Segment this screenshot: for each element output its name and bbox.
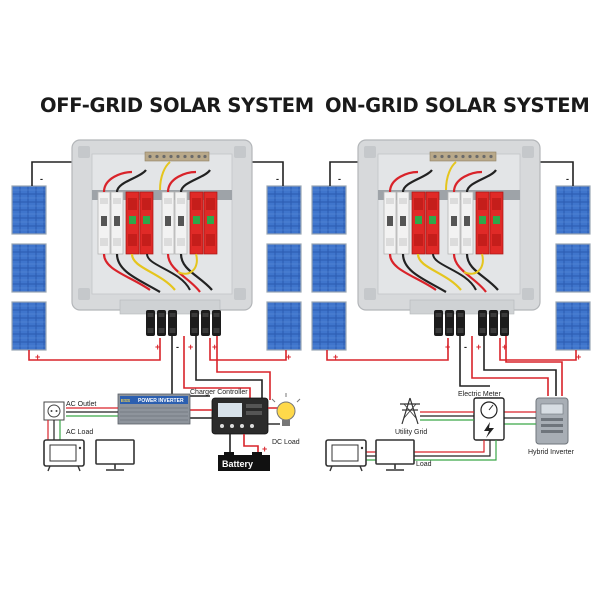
electric-meter-icon (473, 397, 505, 441)
inverter-badge: ESS (121, 398, 130, 403)
charger-controller-label: Charger Controller (190, 389, 248, 396)
charger-controller-icon (211, 397, 269, 435)
power-inverter-icon (117, 393, 191, 425)
hybrid-inverter-label: Hybrid Inverter (528, 449, 575, 456)
plus-sign: + (445, 342, 450, 352)
solar-panel-icon (311, 185, 347, 351)
load-label: Load (416, 461, 432, 468)
plus-sign: + (188, 342, 193, 352)
ac-outlet-label: AC Outlet (66, 401, 96, 408)
minus-sign: - (464, 342, 467, 352)
plus-sign: + (502, 342, 507, 352)
power-tower-icon (400, 397, 420, 425)
on-grid-title: ON-GRID SOLAR SYSTEM (325, 94, 590, 117)
solar-panel-icon (555, 185, 591, 351)
plus-sign: + (262, 444, 267, 454)
minus-sign: - (176, 342, 179, 352)
plus-sign: + (333, 352, 338, 362)
combiner-box-icon (357, 139, 541, 336)
light-bulb-icon (271, 393, 301, 426)
minus-sign: - (338, 174, 341, 184)
minus-sign: - (276, 174, 279, 184)
monitor-icon (95, 439, 135, 471)
plus-sign: + (576, 352, 581, 362)
plus-sign: + (212, 342, 217, 352)
solar-panel-icon (266, 185, 302, 351)
off-grid-section: - - + + + + (11, 139, 302, 472)
tv-icon (43, 439, 85, 472)
plus-sign: + (35, 352, 40, 362)
off-grid-title: OFF-GRID SOLAR SYSTEM (40, 94, 314, 117)
plus-sign: + (476, 342, 481, 352)
hybrid-inverter-icon (535, 397, 569, 445)
inverter-label: POWER INVERTER (138, 398, 184, 404)
on-grid-section: - - + + + + (311, 139, 591, 472)
electric-meter-label: Electric Meter (458, 391, 501, 398)
combiner-box-icon (71, 139, 253, 336)
utility-grid-label: Utility Grid (395, 429, 427, 436)
battery-label: Battery (222, 459, 253, 469)
ac-outlet-icon (43, 401, 65, 421)
plus-sign: + (155, 342, 160, 352)
battery-icon (218, 452, 270, 471)
minus-sign: - (566, 174, 569, 184)
ac-load-label: AC Load (66, 429, 93, 436)
minus-sign: - (40, 174, 43, 184)
solar-panel-icon (11, 185, 47, 351)
plus-sign: + (286, 352, 291, 362)
tv-icon (325, 439, 367, 472)
dc-load-label: DC Load (272, 439, 300, 446)
monitor-icon (375, 439, 415, 471)
